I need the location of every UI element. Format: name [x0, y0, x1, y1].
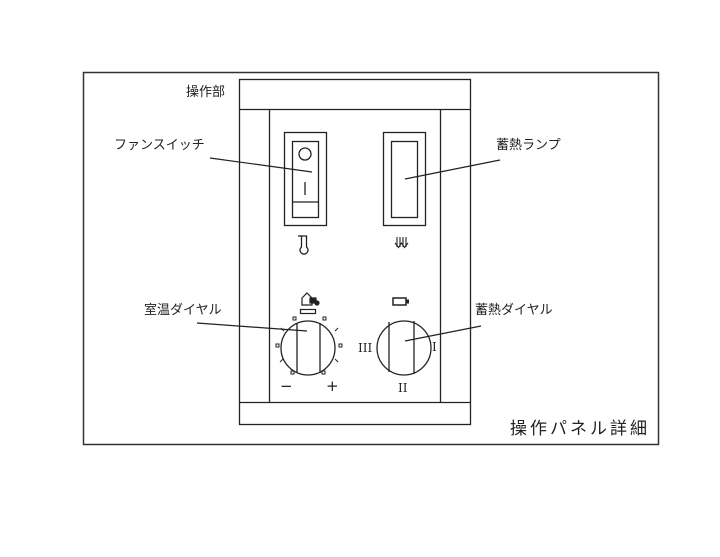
fan-switch-off-mark — [298, 147, 312, 161]
operation-section-label: 操作部 — [186, 85, 226, 100]
room-temp-plus-mark: + — [326, 377, 339, 395]
room-temp-dial-ticks — [275, 316, 343, 375]
room-temp-minus-mark: − — [280, 377, 293, 395]
panel-outline — [238, 78, 472, 426]
storage-dial-mark-three: III — [358, 341, 373, 355]
storage-lamp-label: 蓄熱ランプ — [496, 138, 561, 153]
storage-dial-mark-two: II — [398, 381, 408, 395]
room-temp-dial[interactable] — [275, 316, 343, 376]
storage-dial-mark-one: I — [432, 340, 437, 354]
storage-lamp — [382, 131, 427, 227]
battery-icon — [392, 297, 409, 306]
thermometer-icon — [298, 235, 309, 255]
diagram-title: 操作パネル詳細 — [510, 419, 650, 439]
fan-switch-rocker[interactable] — [291, 140, 320, 219]
room-temp-dial-knob[interactable] — [280, 320, 336, 376]
outer-frame — [82, 71, 660, 446]
storage-lamp-window — [390, 140, 419, 219]
storage-lamp-leader — [404, 159, 501, 180]
room-temp-dial-label: 室温ダイヤル — [144, 303, 222, 318]
storage-lamp-bezel — [382, 131, 427, 227]
house-fan-icon — [299, 292, 320, 315]
room-temp-dial-leader — [196, 322, 308, 332]
fan-switch[interactable] — [283, 131, 328, 227]
storage-dial[interactable] — [376, 320, 432, 376]
heater-coil-icon — [394, 237, 409, 249]
storage-dial-label: 蓄熱ダイヤル — [475, 303, 553, 318]
fan-switch-leader — [209, 157, 313, 173]
fan-switch-label: ファンスイッチ — [114, 138, 205, 153]
control-panel — [238, 78, 472, 426]
storage-dial-leader — [404, 325, 482, 342]
storage-dial-knob[interactable] — [376, 320, 432, 376]
fan-switch-bezel — [283, 131, 328, 227]
leader-lines — [196, 157, 501, 342]
